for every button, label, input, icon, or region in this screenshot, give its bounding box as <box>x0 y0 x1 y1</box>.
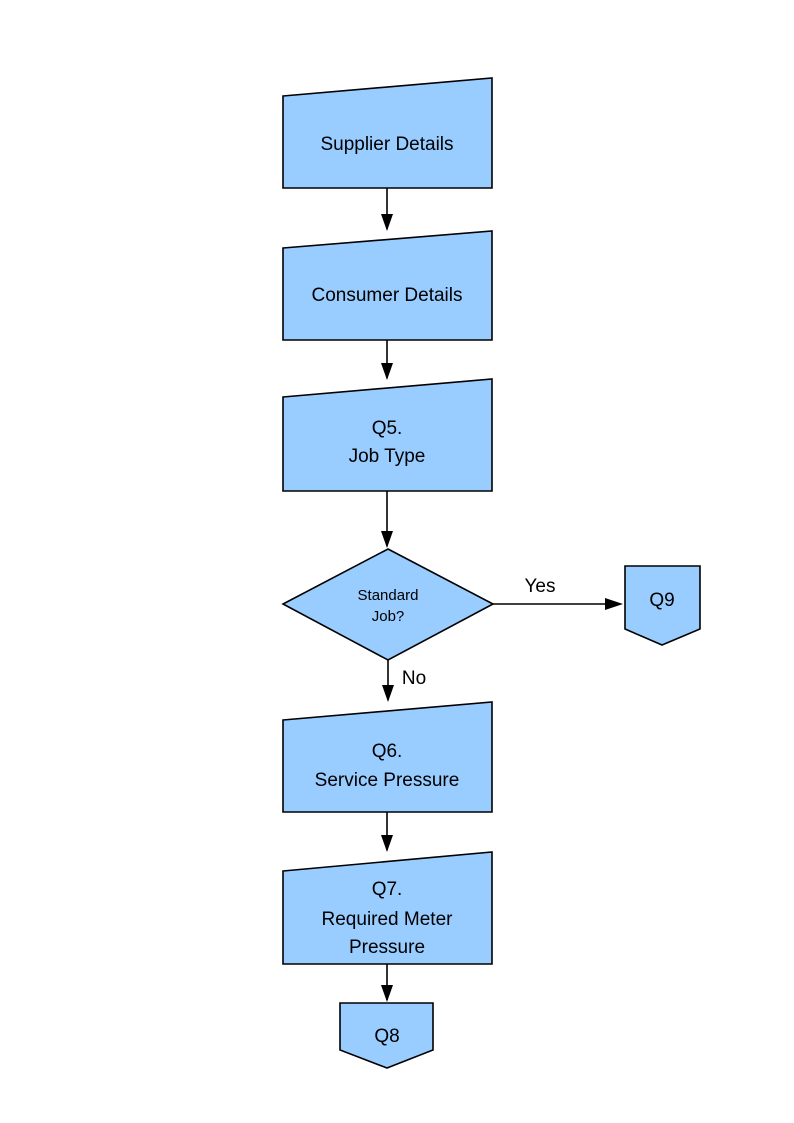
edge-q6-to-q7 <box>381 812 393 852</box>
edge-label-yes: Yes <box>525 576 556 597</box>
q8-shape[interactable] <box>339 1002 434 1069</box>
supplier-details-shape[interactable] <box>282 77 493 189</box>
supplier-details-label: Supplier Details <box>320 134 453 155</box>
q9-shape[interactable] <box>624 565 701 646</box>
edge-q5-to-standard-job <box>381 491 393 548</box>
q6-service-pressure-shape[interactable] <box>282 701 493 813</box>
arrowhead-icon <box>381 531 393 548</box>
consumer-details-shape[interactable] <box>282 230 493 341</box>
q9-label: Q9 <box>649 590 674 611</box>
edge-label-no: No <box>402 668 426 689</box>
q7-required-meter-pressure-shape[interactable] <box>282 851 493 965</box>
edge-supplier-to-consumer <box>381 188 393 231</box>
q5-job-type-label-line2: Job Type <box>349 446 426 467</box>
q5-job-type-label-line1: Q5. <box>372 418 403 439</box>
q8-label: Q8 <box>374 1026 399 1047</box>
node-q5-job-type[interactable]: Q5. Job Type <box>282 378 493 492</box>
node-q6-service-pressure[interactable]: Q6. Service Pressure <box>282 701 493 813</box>
edge-standard-job-to-q9: Yes <box>493 576 623 610</box>
q7-label-line3: Pressure <box>349 937 425 958</box>
arrowhead-icon <box>381 363 393 380</box>
edge-consumer-to-q5 <box>381 340 393 380</box>
edge-q7-to-q8 <box>381 964 393 1002</box>
consumer-details-label: Consumer Details <box>312 285 463 306</box>
standard-job-label-line1: Standard <box>358 587 419 604</box>
edge-standard-job-to-q6: No <box>382 660 426 702</box>
node-q7-required-meter-pressure[interactable]: Q7. Required Meter Pressure <box>282 851 493 965</box>
arrowhead-icon <box>382 685 394 702</box>
node-q9[interactable]: Q9 <box>624 565 701 646</box>
q5-job-type-shape[interactable] <box>282 378 493 492</box>
q6-service-pressure-label-line2: Service Pressure <box>315 770 460 791</box>
q7-label-line2: Required Meter <box>322 909 454 930</box>
node-q8[interactable]: Q8 <box>339 1002 434 1069</box>
arrowhead-icon <box>381 214 393 231</box>
q7-label-line1: Q7. <box>372 879 403 900</box>
q6-service-pressure-label-line1: Q6. <box>372 741 403 762</box>
node-supplier-details[interactable]: Supplier Details <box>282 77 493 189</box>
arrowhead-icon <box>381 835 393 852</box>
node-consumer-details[interactable]: Consumer Details <box>282 230 493 341</box>
node-standard-job-decision[interactable]: Standard Job? <box>281 548 495 661</box>
arrowhead-icon <box>605 598 623 610</box>
arrowhead-icon <box>381 985 393 1002</box>
standard-job-label-line2: Job? <box>372 608 405 625</box>
standard-job-diamond-shape[interactable] <box>281 548 495 661</box>
